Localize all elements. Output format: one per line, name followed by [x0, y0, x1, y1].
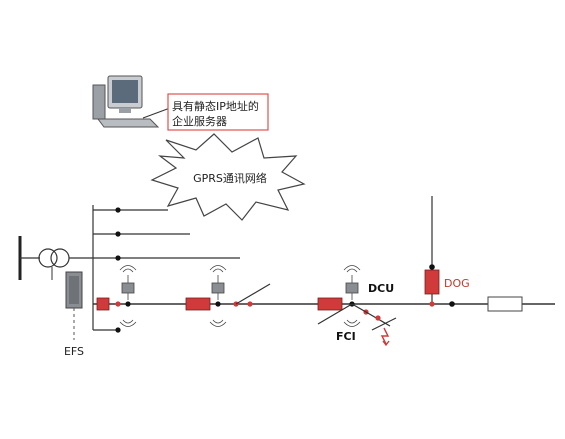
- computer-icon: [92, 75, 160, 128]
- feeder-node-bottom: [115, 327, 121, 333]
- gprs-network-cloud: GPRS通讯网络: [150, 133, 306, 221]
- sensor-red-1: [96, 297, 110, 311]
- main-node-2: [125, 301, 131, 307]
- main-node-1: [115, 301, 121, 307]
- switch-1: [233, 283, 271, 307]
- dog-label: DOG: [444, 277, 470, 290]
- signal-waves-icon: [343, 319, 361, 327]
- network-label: GPRS通讯网络: [193, 171, 267, 185]
- recloser-device-1: [185, 297, 211, 311]
- server-label-line2: 企业服务器: [172, 114, 227, 128]
- signal-waves-icon: [119, 319, 137, 327]
- wifi-icon: [343, 265, 361, 273]
- load-device: [487, 296, 523, 312]
- fci-label: FCI: [336, 330, 356, 343]
- wireless-unit-2: [209, 265, 227, 327]
- wifi-icon: [209, 265, 227, 273]
- main-node-5: [429, 301, 435, 307]
- fci-branch: [317, 303, 353, 325]
- main-node-3: [215, 301, 221, 307]
- wireless-unit-dcu: [343, 265, 361, 327]
- dog-node-top: [429, 264, 435, 270]
- wifi-icon: [119, 265, 137, 273]
- dcu-label: DCU: [368, 282, 394, 295]
- feeder-node-2: [115, 231, 121, 237]
- efs-device-icon: [51, 267, 83, 340]
- server-callout-box: 具有静态IP地址的 企业服务器: [167, 93, 269, 131]
- fault-branch: [351, 303, 397, 331]
- dog-device: [424, 269, 440, 295]
- signal-waves-icon: [209, 319, 227, 327]
- feeder-node-3: [115, 255, 121, 261]
- fault-lightning-icon: [380, 327, 390, 347]
- transformer-icon: [38, 248, 70, 268]
- callout-pointer: [142, 107, 171, 119]
- main-node-6: [449, 301, 455, 307]
- server-label-line1: 具有静态IP地址的: [172, 99, 259, 113]
- efs-label: EFS: [64, 345, 84, 358]
- recloser-device-2: [317, 297, 343, 311]
- feeder-node-1: [115, 207, 121, 213]
- wireless-unit-1: [119, 265, 137, 327]
